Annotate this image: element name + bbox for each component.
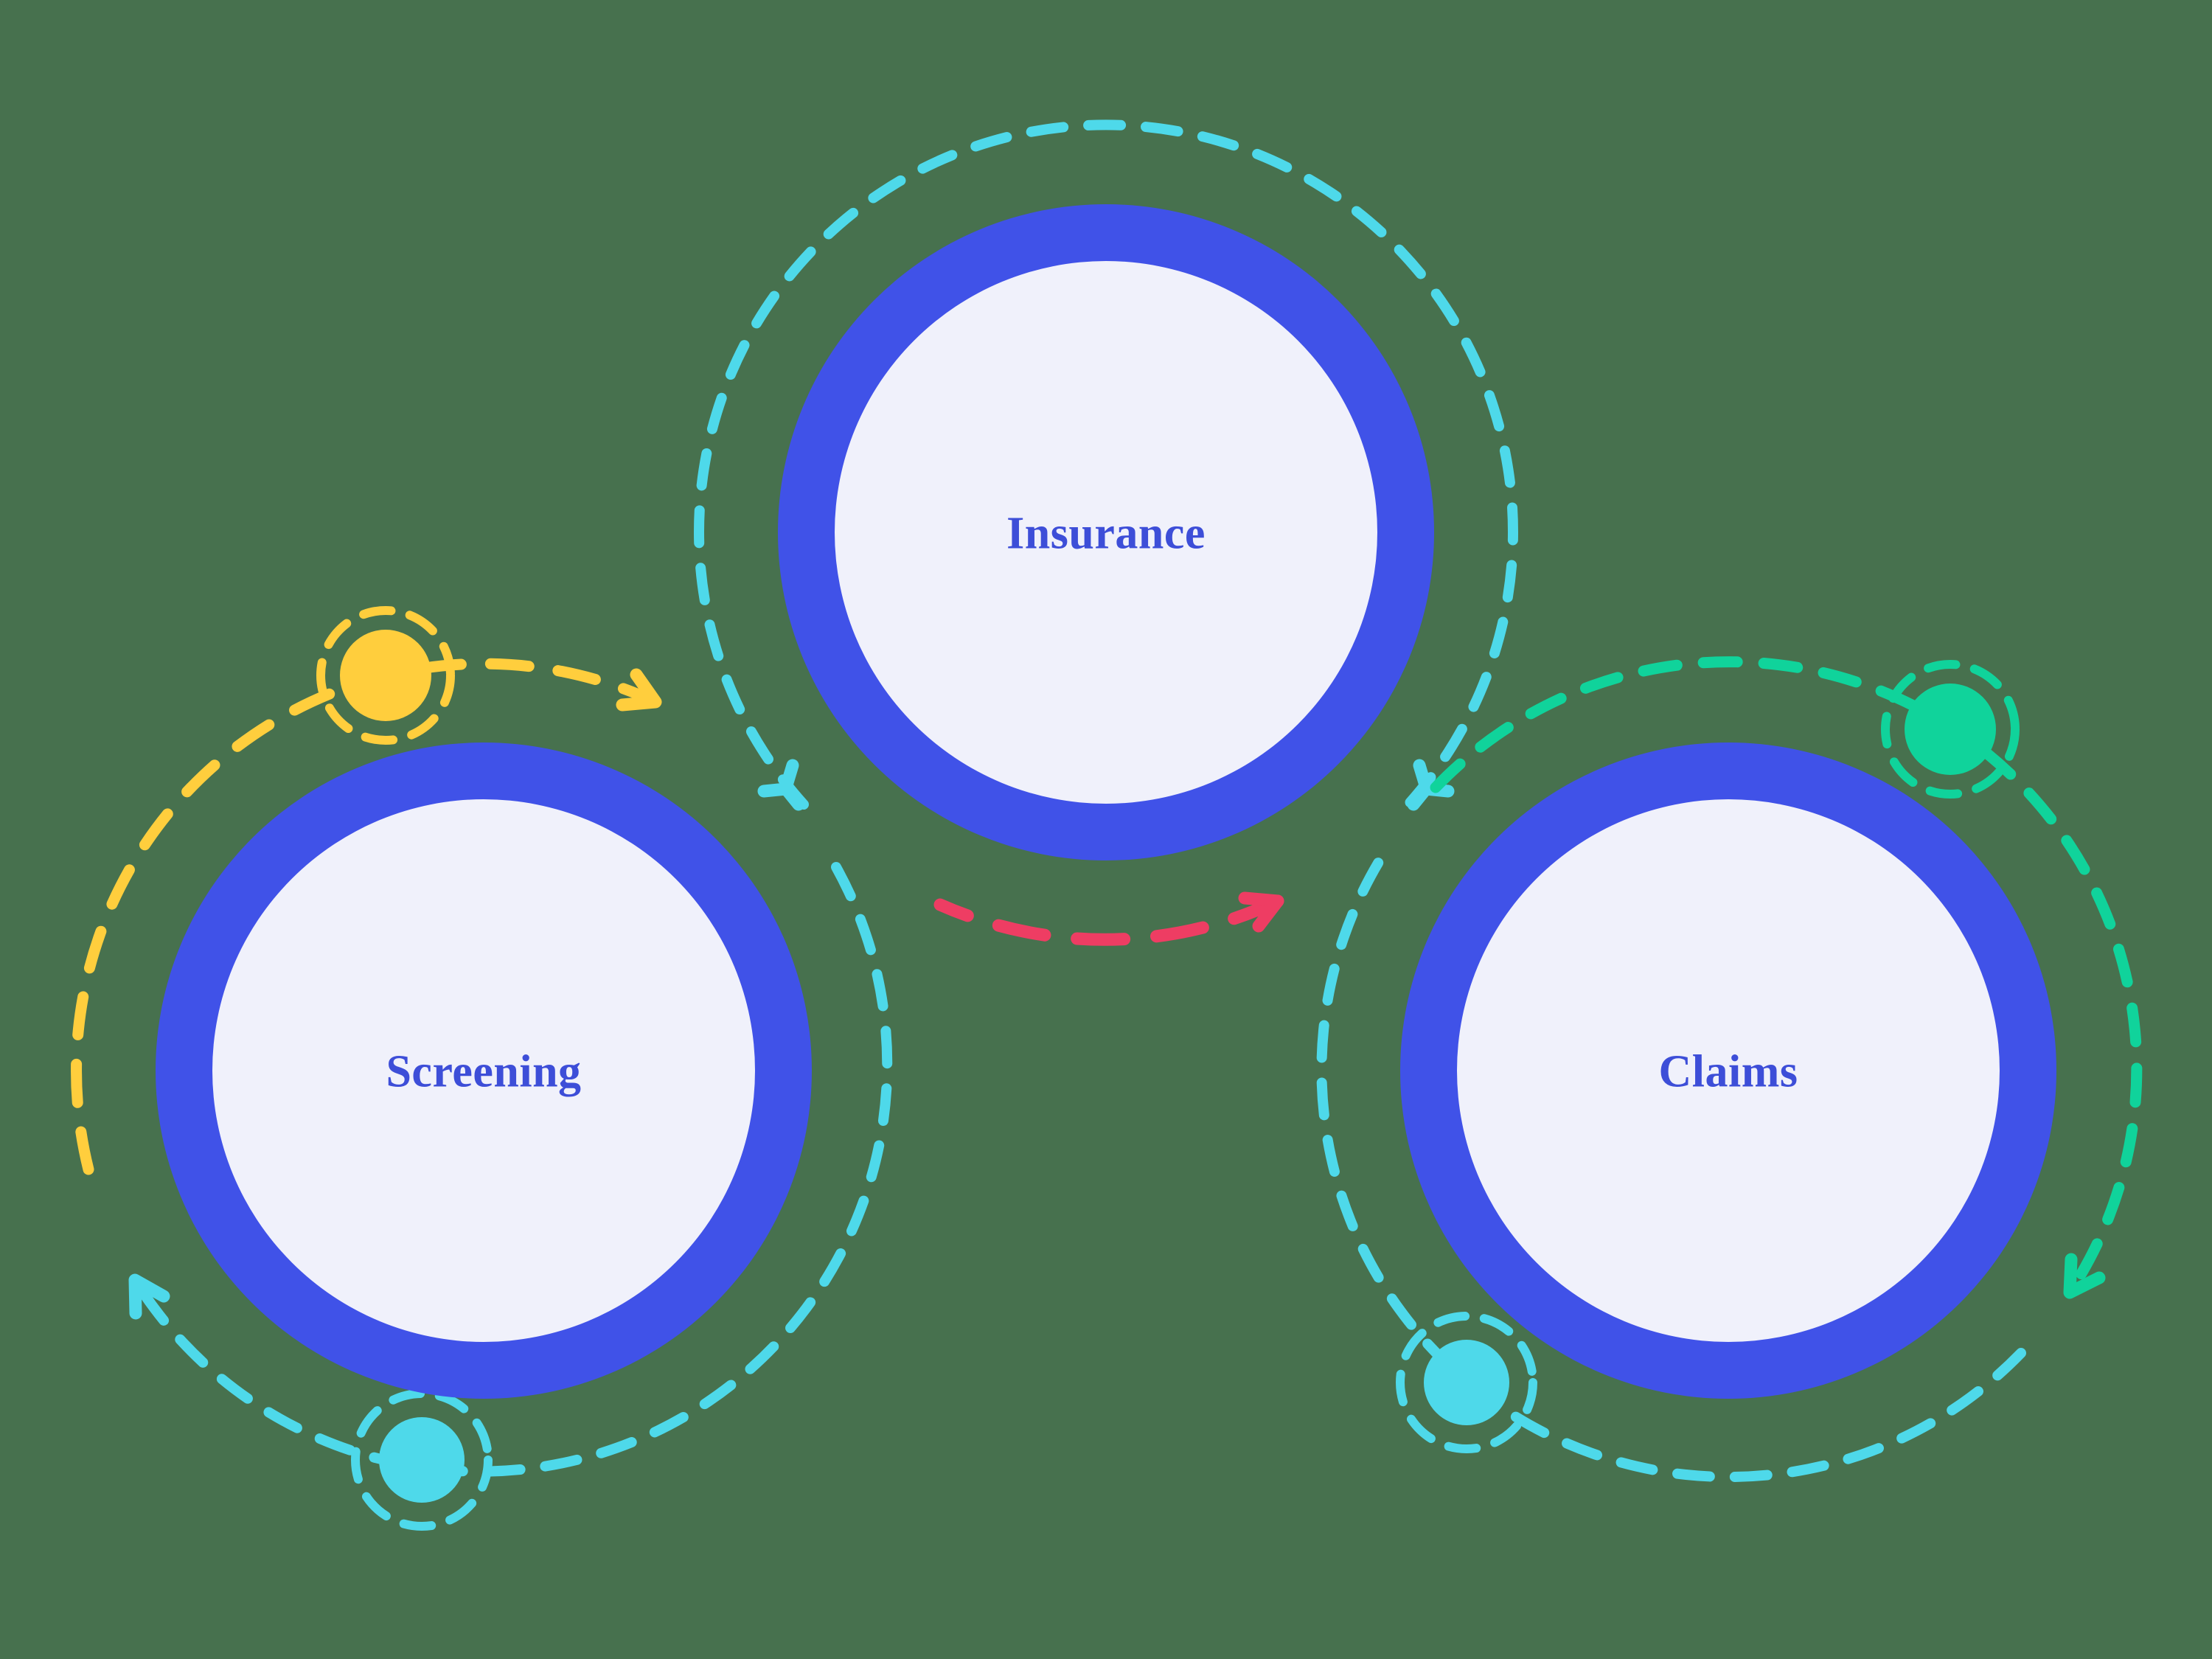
screening-cyan-dot-icon xyxy=(379,1417,465,1503)
insurance-node: Insurance xyxy=(778,204,1434,860)
screening-node: Screening xyxy=(156,742,812,1399)
transfer-red-path xyxy=(933,894,1284,946)
claims-node-face xyxy=(1457,799,2000,1342)
insurance-node-face xyxy=(835,261,1377,804)
yellow-orbit-dot-icon xyxy=(340,630,431,721)
yellow-arrowhead-icon xyxy=(616,668,662,712)
cyan-branch-arrow-left-icon xyxy=(757,759,805,811)
yellow-orbit-dot-ring xyxy=(316,606,455,745)
cyan-arrowhead-upleft-icon xyxy=(128,1273,170,1320)
green-arrowhead-icon xyxy=(2063,1253,2106,1299)
insurance-label: Insurance xyxy=(1006,509,1206,559)
screening-node-face xyxy=(212,799,755,1342)
screening-orbit-cyan-path xyxy=(130,862,893,1477)
claims-node: Claims xyxy=(1400,742,2056,1399)
screening-orbit xyxy=(71,606,893,1531)
screening-label: Screening xyxy=(386,1047,581,1097)
claims-cyan-dot-icon xyxy=(1424,1340,1509,1425)
red-arrowhead-icon xyxy=(1238,891,1284,933)
insurance-orbit-cyan-path xyxy=(694,119,1518,810)
claims-label: Claims xyxy=(1659,1047,1798,1097)
screening-orbit-yellow-path xyxy=(71,658,661,1175)
green-orbit-dot-icon xyxy=(1905,684,1996,775)
claims-orbit xyxy=(1316,656,2143,1483)
screening-cyan-dot-ring xyxy=(351,1389,493,1531)
claims-cyan-dot-ring xyxy=(1396,1312,1537,1453)
green-orbit-dot-ring xyxy=(1881,660,2020,799)
